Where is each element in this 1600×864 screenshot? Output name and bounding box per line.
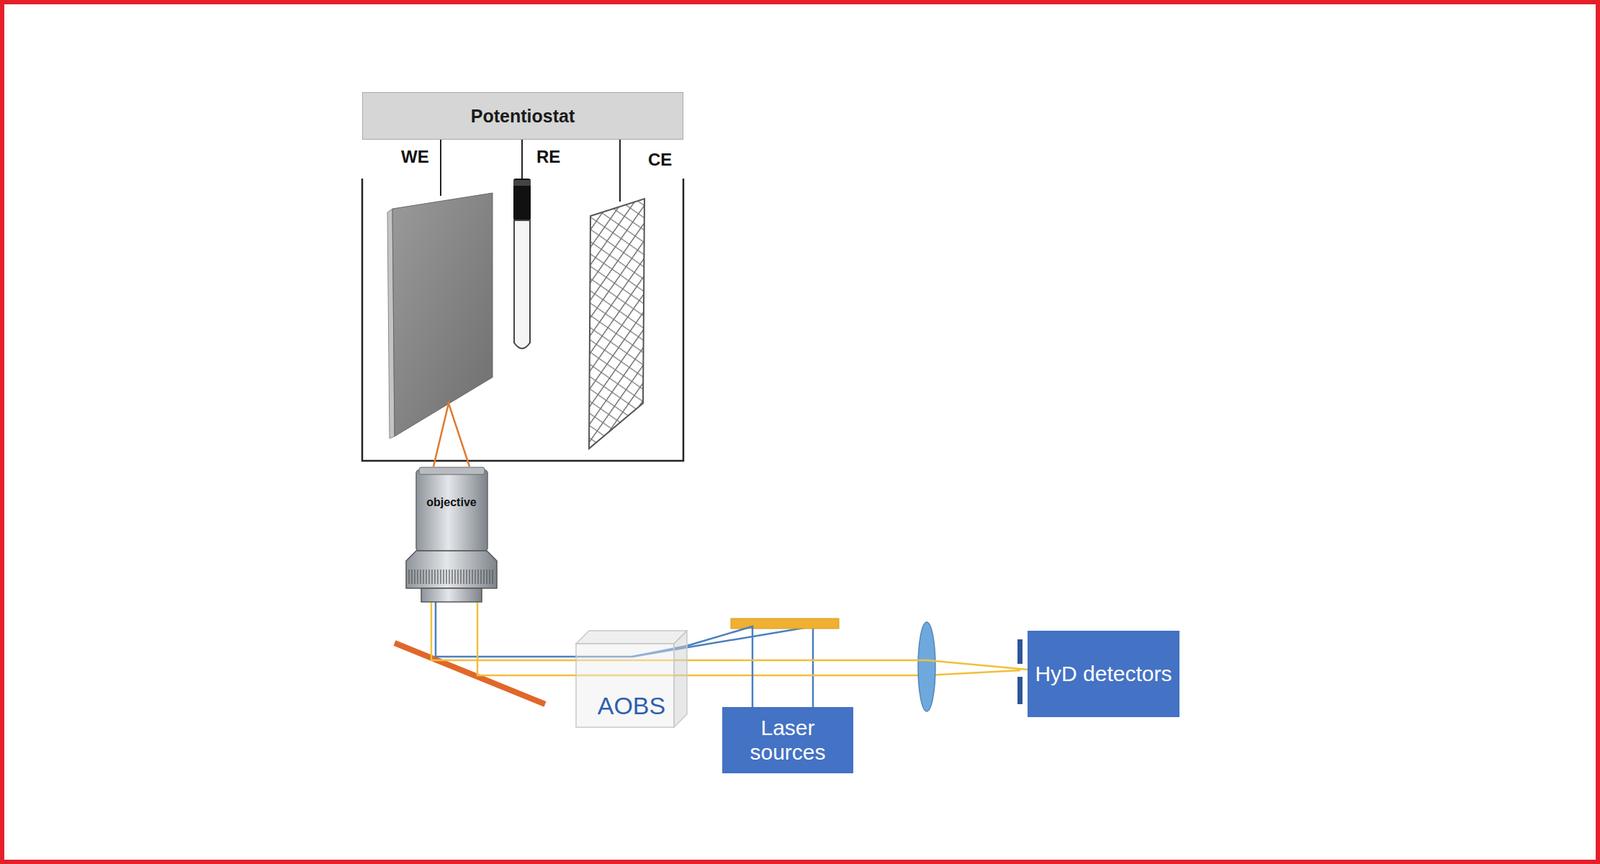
objective-shape (403, 467, 500, 602)
electrode-label: RE (536, 146, 561, 168)
reference-electrode-tube (514, 220, 530, 349)
pinhole (1017, 639, 1023, 664)
counter-electrode-mesh (589, 198, 645, 449)
emission-beam (477, 601, 1021, 676)
detector-box: HyD detectors (1027, 630, 1180, 718)
lens (918, 622, 936, 712)
node-text: objective (421, 496, 481, 510)
we-wire (439, 139, 442, 196)
laser-box: Laser sources (722, 707, 854, 774)
working-electrode (392, 192, 493, 437)
light-beam (431, 601, 577, 661)
ce-wire (619, 139, 621, 202)
mirror (730, 618, 839, 629)
instrument-box: Potentiostat (362, 92, 684, 140)
node-text: Laser sources (722, 715, 854, 766)
focus-cone (433, 403, 470, 467)
re-wire (521, 139, 523, 181)
node-text: Potentiostat (466, 105, 579, 127)
node-text: HyD detectors (1030, 661, 1176, 687)
electrochemical-cell (362, 178, 684, 461)
electrode-label: WE (401, 146, 430, 168)
electrode-label: CE (648, 149, 672, 170)
dichroic-mirror (394, 643, 546, 705)
beam-splitter-box: AOBS (576, 630, 687, 728)
objective-lens: objective (403, 467, 500, 602)
reference-electrode-cap (513, 178, 531, 221)
light-beam (686, 626, 753, 708)
light-beam (686, 660, 1028, 670)
reference-electrode-ring (513, 180, 531, 186)
pinhole (1017, 676, 1023, 705)
node-text: AOBS (593, 691, 670, 721)
